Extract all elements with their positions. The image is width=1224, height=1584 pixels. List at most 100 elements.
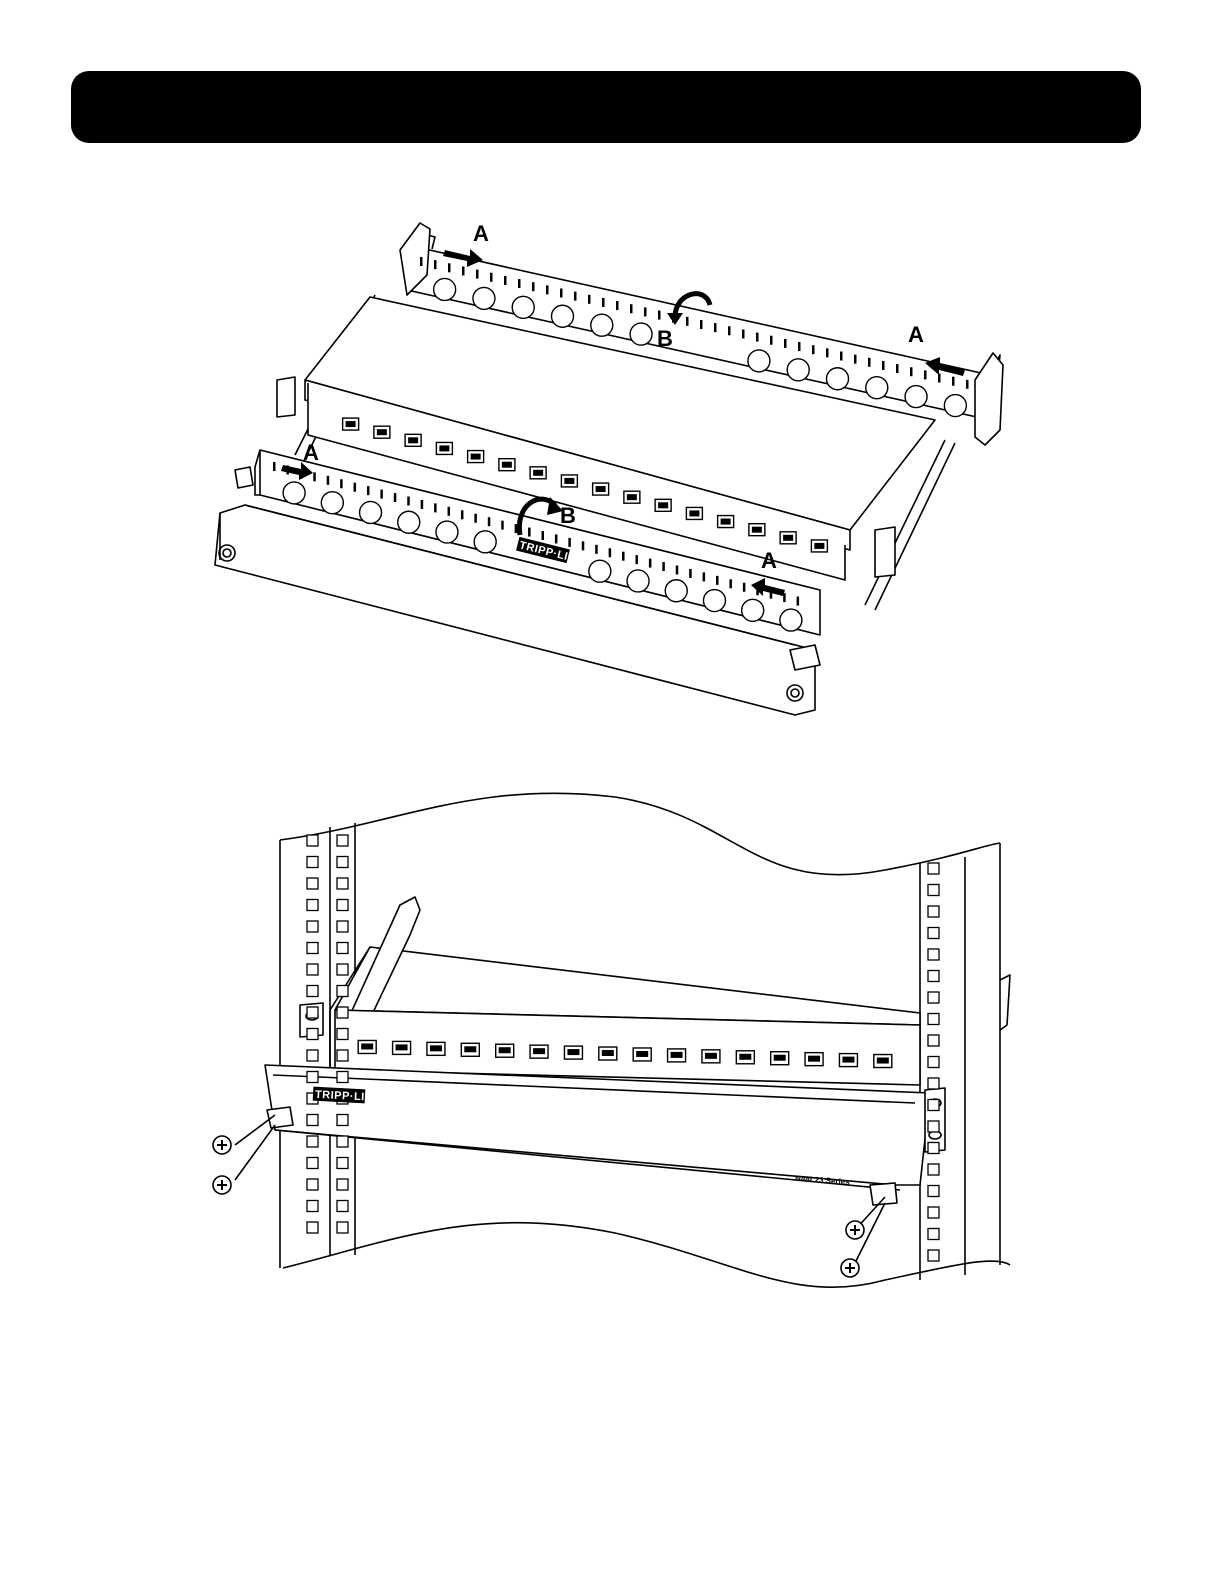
- rack-hole: [928, 1014, 939, 1025]
- cable-slot: [729, 579, 732, 588]
- rack-hole: [928, 992, 939, 1003]
- cable-slot: [609, 548, 612, 557]
- rack-hole: [307, 1115, 318, 1126]
- cable-slot: [501, 521, 504, 530]
- port-jack: [774, 1055, 786, 1061]
- cable-slot: [826, 348, 829, 357]
- cable-cutout: [780, 609, 802, 631]
- port-jack: [808, 1056, 820, 1062]
- rack-hole: [928, 1207, 939, 1218]
- port-jack: [408, 437, 418, 443]
- cable-slot: [770, 336, 773, 345]
- rack-holes-right: [928, 863, 939, 1261]
- cable-cutout: [905, 386, 927, 408]
- rack-hole: [307, 900, 318, 911]
- cable-slot: [840, 352, 843, 361]
- cable-slot: [644, 307, 647, 316]
- cable-slot: [635, 555, 638, 564]
- cable-cutout: [787, 359, 809, 381]
- cable-slot: [394, 493, 397, 502]
- rack-hole: [928, 1035, 939, 1046]
- cable-slot: [854, 355, 857, 364]
- port-jack: [739, 1054, 751, 1060]
- cable-slot: [812, 345, 815, 354]
- cable-slot: [582, 541, 585, 550]
- rack-hole: [337, 943, 348, 954]
- cable-slot: [313, 472, 316, 481]
- callout-a-top-right: A: [908, 322, 924, 347]
- cable-cutout: [589, 560, 611, 582]
- cable-slot: [488, 517, 491, 526]
- rack-hole: [928, 1078, 939, 1089]
- cable-slot: [896, 364, 899, 373]
- rack-hole: [337, 1050, 348, 1061]
- rack-hole: [928, 971, 939, 982]
- figure-cable-manager-assembly: TRIPP·LITE A A A A B B: [195, 205, 1015, 725]
- port-jack: [361, 1043, 373, 1049]
- port-jack: [842, 1057, 854, 1063]
- rack-hole: [307, 1201, 318, 1212]
- port-jack: [464, 1046, 476, 1052]
- callout-b-top: B: [657, 326, 673, 351]
- cable-slot: [273, 462, 276, 471]
- cable-cutout: [552, 305, 574, 327]
- rack-hole: [307, 835, 318, 846]
- cable-slot: [756, 333, 759, 342]
- port-jack: [783, 535, 793, 541]
- port-jack: [471, 454, 481, 460]
- screw-icon: [846, 1221, 864, 1239]
- cable-slot: [354, 483, 357, 492]
- cable-cutout: [827, 368, 849, 390]
- cable-cutout: [703, 590, 725, 612]
- rack-hole: [307, 943, 318, 954]
- cable-slot: [574, 292, 577, 301]
- cable-slot: [528, 528, 531, 537]
- port-jack: [814, 543, 824, 549]
- cable-slot: [568, 538, 571, 547]
- rack-hole: [928, 1100, 939, 1111]
- cable-cutout: [436, 521, 458, 543]
- cable-slot: [518, 279, 521, 288]
- rack-hole: [337, 986, 348, 997]
- cable-slot: [476, 270, 479, 279]
- callout-a-bottom-right: A: [761, 548, 777, 573]
- port-jack: [377, 429, 387, 435]
- rack-hole: [337, 1179, 348, 1190]
- rack-hole: [307, 1007, 318, 1018]
- cable-slot: [728, 326, 731, 335]
- cable-slot: [658, 311, 661, 320]
- cable-slot: [783, 593, 786, 602]
- cable-cutout: [398, 511, 420, 533]
- cable-slot: [546, 285, 549, 294]
- cable-slot: [882, 361, 885, 370]
- cable-slot: [742, 329, 745, 338]
- port-jack: [564, 478, 574, 484]
- cable-cutout: [630, 323, 652, 345]
- port-jack: [705, 1053, 717, 1059]
- cable-slot: [515, 524, 518, 533]
- rack-hole: [337, 1201, 348, 1212]
- rack-illustration: TRIPP·LITE N48L23 Series: [195, 785, 1025, 1305]
- rack-hole: [928, 1250, 939, 1261]
- cable-slot: [716, 576, 719, 585]
- cable-slot: [420, 257, 423, 266]
- rack-hole: [928, 885, 939, 896]
- rack-hole: [928, 906, 939, 917]
- port-jack: [430, 1045, 442, 1051]
- cable-slot: [714, 323, 717, 332]
- cable-slot: [367, 486, 370, 495]
- port-jack: [533, 470, 543, 476]
- rack-hole: [928, 1057, 939, 1068]
- rack-hole: [337, 857, 348, 868]
- cable-slot: [952, 377, 955, 386]
- callout-a-bottom-left: A: [303, 440, 319, 465]
- cable-cutout: [627, 570, 649, 592]
- rack-hole: [307, 1029, 318, 1040]
- rack-hole: [928, 1186, 939, 1197]
- cable-slot: [602, 298, 605, 307]
- cable-cutout: [360, 501, 382, 523]
- cable-slot: [797, 597, 800, 606]
- cable-slot: [434, 260, 437, 269]
- cable-slot: [700, 320, 703, 329]
- screw-icon: [841, 1259, 859, 1277]
